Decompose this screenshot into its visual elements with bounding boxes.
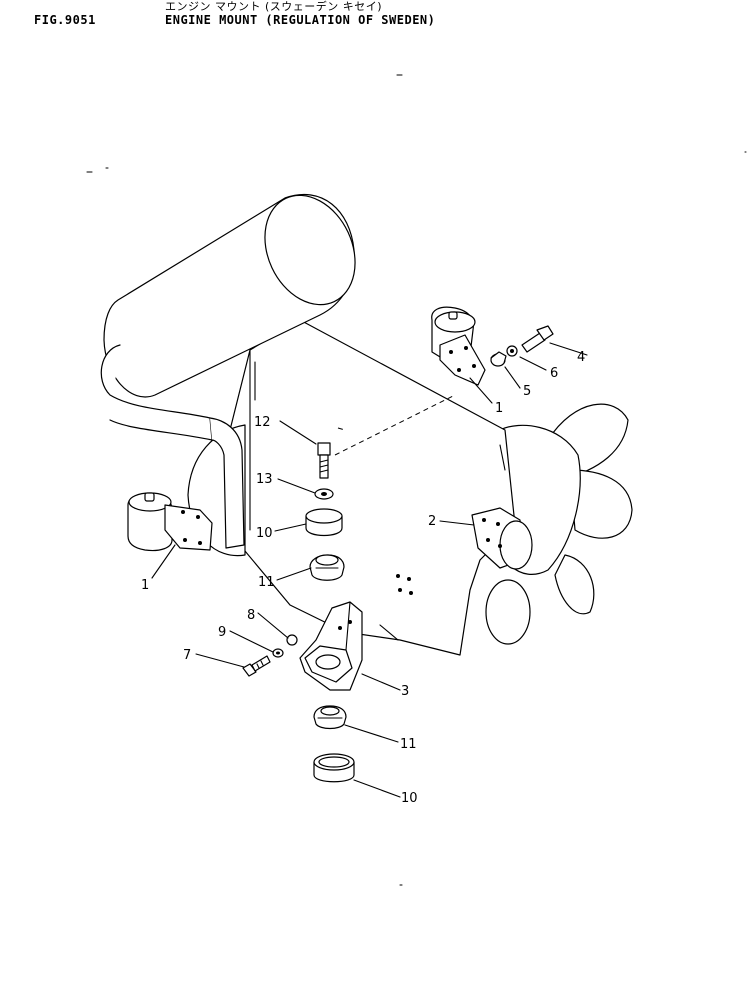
callout-8: 8: [247, 608, 255, 623]
callout-1-top: 1: [495, 401, 503, 416]
cushion-part-10-lower: [313, 753, 355, 783]
cushion-part-10-upper: [305, 508, 343, 537]
bolt-part-12: [317, 442, 331, 479]
leader-lines: [151, 342, 588, 798]
callout-1-left: 1: [141, 578, 149, 593]
callout-5: 5: [523, 384, 531, 399]
muffler-assembly: [100, 193, 356, 549]
engine-mount-right: [471, 507, 533, 570]
callout-13: 13: [256, 472, 273, 487]
bolt-part-4: [521, 325, 554, 353]
callout-11-lower: 11: [400, 737, 417, 752]
figure-number: FIG.9051: [34, 13, 96, 27]
front-bracket-part-3: [299, 601, 363, 691]
bolt-part-7: [242, 655, 271, 677]
callout-10-upper: 10: [256, 526, 273, 541]
title-japanese: エンジン マウント (スウェーデン キセイ): [165, 0, 383, 13]
callout-10-lower: 10: [401, 791, 418, 806]
callout-7: 7: [183, 648, 191, 663]
rubber-mount-part-11-upper: [309, 554, 345, 581]
callout-2: 2: [428, 514, 436, 529]
spacer-part-5: [490, 351, 507, 367]
callout-4: 4: [577, 350, 585, 365]
washer-part-6: [506, 345, 518, 357]
callout-12: 12: [254, 415, 271, 430]
callout-11-upper: 11: [258, 575, 275, 590]
rubber-mount-part-11-lower: [313, 705, 347, 730]
callout-9: 9: [218, 625, 226, 640]
engine-mount-left: [127, 492, 213, 552]
callout-6: 6: [550, 366, 558, 381]
washer-part-9: [272, 648, 284, 658]
washer-part-13: [314, 488, 334, 500]
engine-mount-top-right: [431, 306, 486, 386]
callout-3: 3: [401, 684, 409, 699]
title-english: ENGINE MOUNT (REGULATION OF SWEDEN): [165, 13, 436, 27]
spacer-part-8: [286, 634, 298, 646]
